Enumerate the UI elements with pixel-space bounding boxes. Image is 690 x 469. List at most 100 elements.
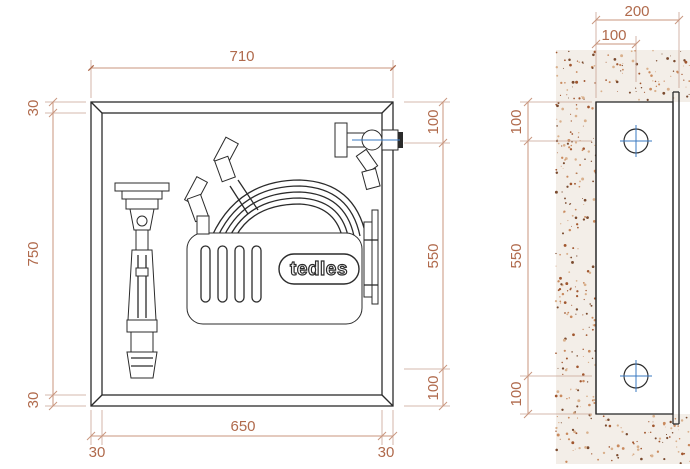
wall-speckle — [613, 58, 617, 61]
wall-speckle — [677, 450, 680, 453]
wall-speckle — [616, 63, 619, 66]
wall-speckle — [566, 313, 569, 316]
wall-speckle — [575, 388, 578, 391]
wall-speckle — [620, 427, 622, 429]
wall-speckle — [571, 304, 573, 306]
wall-speckle — [670, 75, 672, 77]
wall-speckle — [584, 293, 587, 296]
wall-speckle — [622, 63, 624, 65]
wall-speckle — [577, 399, 581, 403]
wall-speckle — [663, 80, 665, 82]
wall-speckle — [566, 175, 569, 178]
wall-speckle — [588, 403, 591, 407]
wall-speckle — [602, 415, 605, 418]
wall-speckle — [655, 60, 658, 62]
wall-speckle — [557, 142, 560, 145]
dim-side-top: 100 — [508, 109, 525, 134]
mount-hole-upper — [620, 125, 652, 157]
wall-speckle — [652, 80, 654, 82]
wall-speckle — [649, 431, 652, 434]
wall-speckle — [567, 438, 571, 441]
wall-speckle — [564, 82, 566, 84]
wall-speckle — [648, 432, 650, 434]
wall-speckle — [582, 356, 584, 358]
wall-speckle — [574, 411, 576, 413]
wall-speckle — [592, 220, 596, 223]
wall-speckle — [557, 289, 560, 292]
wall-speckle — [685, 86, 687, 88]
wall-speckle — [566, 185, 569, 188]
wall-speckle — [555, 352, 557, 355]
wall-speckle — [585, 289, 587, 292]
wall-speckle — [571, 86, 573, 88]
wall-speckle — [573, 430, 576, 434]
wall-speckle — [591, 67, 594, 69]
wall-speckle — [612, 65, 615, 69]
wall-speckle — [571, 133, 574, 135]
wall-speckle — [555, 66, 558, 69]
wall-speckle — [559, 438, 561, 440]
wall-speckle — [646, 67, 649, 70]
wall-speckle — [605, 79, 607, 81]
wall-speckle — [582, 218, 586, 221]
wall-speckle — [589, 303, 591, 305]
wall-speckle — [563, 210, 566, 213]
wall-speckle — [561, 292, 565, 296]
wall-speckle — [673, 59, 676, 63]
wall-speckle — [582, 314, 584, 316]
wall-speckle — [584, 446, 587, 449]
wall-speckle — [561, 367, 565, 370]
wall-speckle — [632, 453, 635, 456]
wall-speckle — [556, 390, 560, 393]
wall-speckle — [636, 448, 640, 451]
wall-speckle — [574, 208, 577, 211]
wall-speckle — [571, 260, 574, 264]
wall-speckle — [572, 247, 575, 250]
wall-speckle — [575, 80, 579, 84]
wall-speckle — [616, 444, 620, 448]
wall-speckle — [582, 328, 584, 331]
wall-speckle — [685, 416, 688, 419]
wall-speckle — [588, 271, 592, 275]
wall-speckle — [562, 162, 565, 165]
wall-speckle — [564, 157, 568, 160]
wall-speckle — [681, 73, 683, 76]
wall-speckle — [582, 379, 585, 383]
wall-speckle — [587, 150, 590, 153]
wall-speckle — [577, 226, 579, 229]
wall-speckle — [680, 51, 682, 53]
wall-speckle — [586, 381, 589, 383]
wall-speckle — [569, 203, 572, 205]
wall-speckle — [668, 436, 671, 438]
wall-speckle — [574, 141, 578, 144]
wall-speckle — [607, 418, 610, 421]
wall-speckle — [655, 71, 657, 73]
wall-speckle-texture — [554, 49, 690, 465]
wall-speckle — [635, 87, 637, 89]
wall-speckle — [576, 295, 579, 298]
wall-speckle — [569, 131, 572, 133]
wall-speckle — [587, 349, 591, 353]
fire-nozzle — [114, 182, 170, 379]
reel-valve-lower — [183, 176, 210, 235]
dim-width-inner: 650 — [230, 418, 255, 435]
wall-speckle — [569, 257, 571, 259]
dim-frame-bottom: 30 — [25, 392, 42, 409]
mount-hole-lower — [620, 360, 652, 392]
wall-speckle — [607, 54, 610, 56]
wall-speckle — [555, 171, 559, 175]
wall-speckle — [559, 302, 562, 304]
wall-speckle — [554, 299, 558, 303]
wall-speckle — [635, 91, 637, 92]
wall-speckle — [562, 144, 566, 147]
wall-speckle — [556, 138, 558, 140]
wall-speckle — [608, 446, 611, 448]
dim-depth-total: 200 — [624, 3, 649, 20]
wall-speckle — [566, 89, 569, 91]
wall-speckle — [676, 446, 678, 448]
wall-speckle — [636, 440, 638, 443]
vent-slot — [234, 245, 245, 303]
wall-speckle — [565, 460, 568, 463]
wall-speckle — [559, 120, 562, 123]
